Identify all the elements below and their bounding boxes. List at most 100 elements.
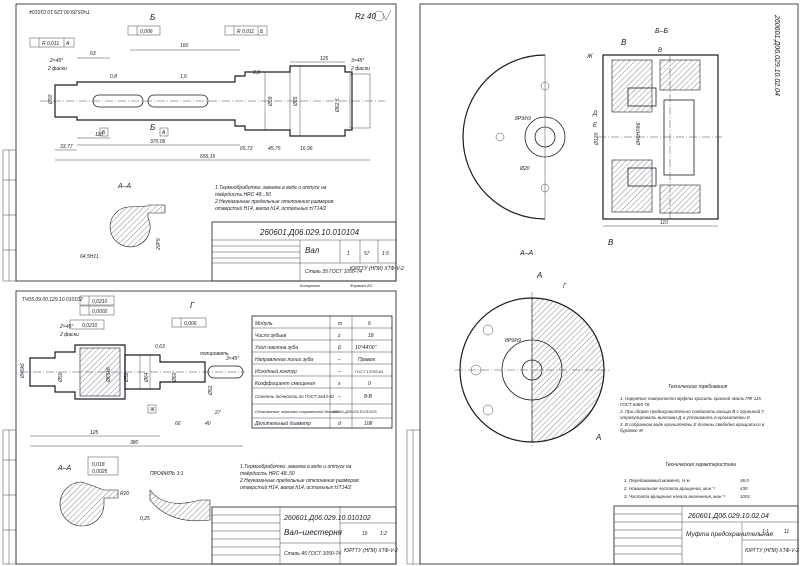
gear-section-aa-label: А–А	[57, 465, 72, 472]
tol-datum-right: Б	[260, 29, 264, 35]
sheet-3-scale: 1:1	[762, 529, 769, 535]
sheet-2-title-name: Вал–шестерня	[284, 528, 343, 537]
dim-a13: 380	[130, 440, 139, 446]
dim-a4: 2×45°	[59, 324, 73, 330]
table-cell: Направление линии зуба	[255, 357, 313, 363]
tol-a2: 0,0002	[92, 309, 108, 315]
table-cell: d	[338, 421, 341, 427]
sheet-2-border	[15, 290, 397, 565]
note-2-line-2: отверстий Н14, валов h14, остальных ±IT1…	[215, 205, 327, 212]
table-cell: ГОСТ 13755-81	[355, 369, 383, 374]
table-row: Исходный контур – ГОСТ 13755-81	[255, 368, 383, 375]
dim-a5: 2 фаски	[59, 332, 79, 338]
sheet-2-title-code: 260601.Д06.029.10.010102	[283, 515, 371, 522]
table-cell: Исходный контур	[255, 368, 297, 375]
dim-d120: Ø120	[594, 133, 600, 146]
roughness-circle-icon	[373, 10, 385, 22]
tol-a1: 0,0210	[92, 299, 108, 305]
coupling-characteristics: Техническая характеристика 1. Передаваем…	[623, 462, 751, 499]
table-cell: 18	[368, 333, 374, 339]
sheet-1-title-org: ЮРГТУ (НПИ) ХТФ-V-2	[350, 266, 404, 272]
sheet-2-scale: 1:2	[380, 531, 387, 537]
sheet-1-stamp-top: ТЧ05.09.00.129.10.010104	[29, 8, 90, 14]
dim-8p9: 8Р9/h9	[515, 116, 531, 122]
sheet-3-title-code: 260601.Д06.029.10.02.04	[687, 513, 769, 520]
char-row-name: 2. Номинальная частота вращения, мин⁻¹	[623, 486, 716, 491]
dim-d50: Ø50	[48, 94, 54, 105]
sheet-1-copy-label: Копировал	[300, 283, 321, 288]
sheet-1-sheet-no: 1	[347, 251, 350, 257]
sheet-3-border	[419, 3, 799, 565]
table-row: Степень точности по ГОСТ 1643-81 – 8-В	[255, 394, 372, 400]
dim-a10: Ø60	[172, 372, 178, 383]
sheet-1-scale: 1:5	[382, 251, 389, 257]
table-cell: z	[337, 333, 341, 339]
dim-chamfers-right: 2 фаски	[350, 66, 370, 72]
shaft-outline	[40, 65, 385, 137]
dim-chamfer-left: 2×45°	[49, 58, 63, 64]
table-cell: 8-В	[364, 394, 372, 400]
dim-a20: 3×45°	[226, 356, 239, 362]
shaft-section-aa: А–А 64,5Н11 20Р9	[80, 183, 166, 260]
table-cell: Правое	[358, 357, 375, 363]
dim-370: 370,06	[150, 139, 166, 145]
note-1-line-1: 1.Термообработка: закалка в воде и отпус…	[240, 464, 352, 470]
dim-a15: 40	[205, 421, 211, 427]
sheet-2-stamp-top: ТЧ05.09.00.129.10.010102	[22, 297, 83, 303]
tech-line-3: 2. При сборке предохранительно соединить…	[619, 408, 765, 414]
datum-zh-marker: Ж	[149, 407, 155, 413]
tol-datum-left: А	[65, 41, 70, 47]
dim-65-73: 65,73	[240, 146, 253, 152]
char-row-value: 1001	[740, 494, 751, 499]
tech-title: Технические требования	[668, 384, 728, 390]
dim-chamfers-left: 2 фаски	[47, 66, 67, 72]
coupling-tech-requirements: Технические требования 1. Наружные повер…	[619, 384, 765, 433]
dim-d62-5: Ø62,5	[335, 98, 341, 113]
dim-45-75: 45,75	[268, 146, 281, 152]
table-row: Коэффициент смещения x 0	[255, 381, 371, 387]
tol-a1-b: 0,0210	[82, 323, 98, 329]
dim-655: 655,15	[200, 154, 216, 160]
sheet-3-title-name: Муфта предохранительная	[686, 530, 773, 538]
dim-160: 160	[180, 43, 189, 49]
gear-profile-label: ПРОФИЛЬ 3:1	[150, 471, 184, 477]
section-aa-dim: 64,5Н11	[80, 254, 99, 260]
table-cell: Модуль	[255, 321, 273, 327]
dim-a17: 0,63	[155, 344, 165, 350]
dim-110-coupling: 110	[660, 220, 668, 226]
gear-parameters-table: Модуль m 6 Число зубьев z 18 Угол наклон…	[251, 315, 393, 429]
table-cell: 260601.Д06.029.10.010103	[331, 410, 377, 414]
tech-line-2: ГОСТ 6465-76	[620, 402, 650, 407]
sheet-2-title-material: Сталь 45 ГОСТ 1050-74	[284, 551, 341, 557]
note-2-line-2: отверстий Н14, валов h14, остальных ±IT1…	[240, 484, 352, 491]
section-mark-b-bottom: Б	[150, 123, 155, 132]
marker-v-inner: В	[658, 48, 662, 54]
char-title: Техническая характеристика	[665, 462, 736, 468]
table-cell: Обозначение чертежа сопряженной детали	[255, 409, 340, 414]
tech-line-4: отрегулировать винтами Д и установить в …	[620, 414, 751, 420]
dim-125: 125	[320, 56, 329, 62]
sheet-1-tolerance-frames: R 0,011 А 0,006 R 0,011 Б Б Б	[29, 13, 268, 132]
sheet-1-title-name: Вал	[305, 246, 320, 255]
rough-0-8-b: 0,8	[253, 70, 260, 76]
table-cell: 6	[368, 321, 371, 327]
gear-tol-sym2: 0,0025	[92, 469, 108, 475]
dim-d59: Ø59	[268, 96, 274, 107]
gear-section-aa: А–А 0,018 0,0025 ПРОФИЛЬ 3:1 R20 0,25	[57, 456, 211, 527]
section-aa-dim2: 20Р9	[156, 238, 162, 251]
datum-g-label: Г	[190, 301, 195, 310]
char-row-value: 36,9	[740, 478, 749, 483]
sheet-3-stamp-top: 260601.Д06.029.10.02.04	[773, 14, 780, 96]
view-aa-top-label: А–А	[519, 250, 534, 257]
rough-0-8-a: 0,8	[110, 74, 117, 80]
dim-d65: Ø65	[293, 96, 299, 107]
sheet-3-title-org: ЮРГТУ (НПИ) ХТФ-V-2	[745, 548, 799, 554]
dim-a18: полировать	[200, 351, 229, 357]
sheet-1-notes: 1.Термообработка: закалка в воде и отпус…	[214, 185, 335, 212]
tol-parallel: 0,006	[140, 29, 153, 35]
table-cell: x	[337, 381, 341, 387]
sheet-1-roughness: Rz 40	[355, 12, 376, 21]
gear-tol-sym: 0,018	[92, 462, 105, 468]
table-row: Модуль m 6	[255, 321, 371, 327]
